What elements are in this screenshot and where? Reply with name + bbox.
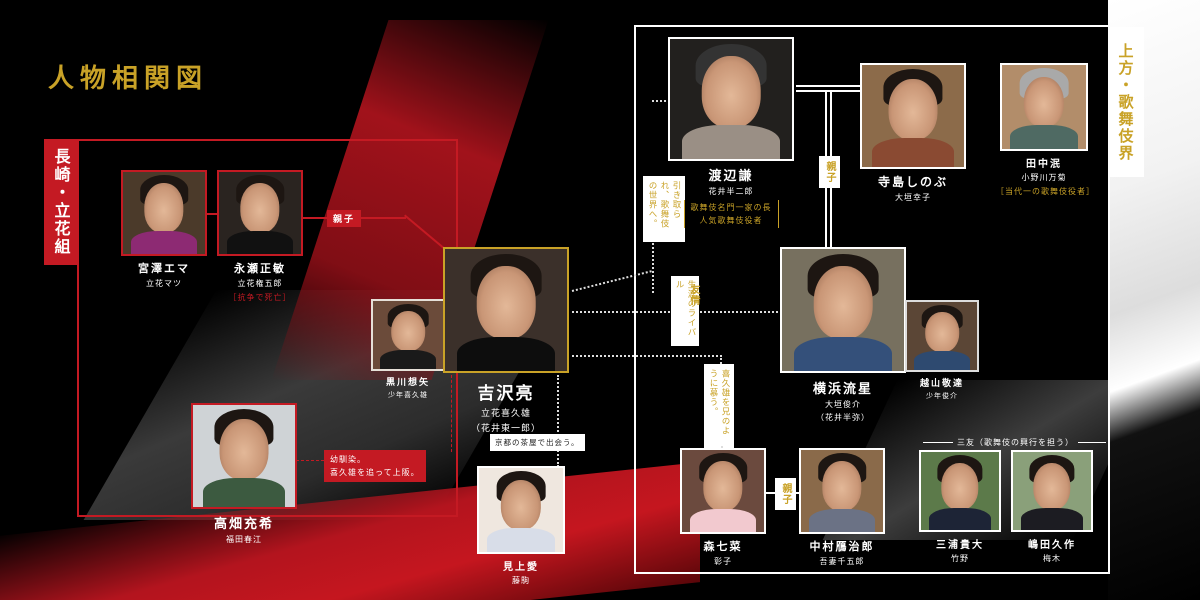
group-label-nagasaki: 長崎・立花組: [44, 139, 77, 265]
actor-name: 横浜流星: [812, 382, 873, 397]
dotted-connector-mikami: [557, 375, 559, 467]
page-title: 人物相関図: [48, 64, 209, 94]
person-card-mikami[interactable]: 見上愛 藤駒: [474, 466, 568, 586]
role-name-alt: （花井半弥）: [816, 413, 870, 422]
relation-tag-parent-bottom: 親子: [775, 478, 796, 510]
status-note: ［抗争で死亡］: [228, 293, 292, 302]
sanyu-header: 三友（歌舞伎の興行を担う）: [919, 437, 1110, 448]
dashed-connector-takahata-h: [296, 460, 324, 461]
actor-name: 森七菜: [703, 540, 743, 553]
role-name: 吾妻千五郎: [819, 557, 865, 566]
portrait-kurokawa: [371, 299, 445, 371]
role-name: 小野川万菊: [1021, 173, 1067, 182]
role-name: 彰子: [714, 557, 732, 566]
role-name: 大垣幸子: [895, 193, 931, 202]
role-name: 大垣俊介: [825, 400, 861, 409]
role-name: 立花喜久雄: [480, 409, 531, 419]
role-description: ［当代一の歌舞伎役者］: [996, 187, 1095, 196]
dotted-connector-adopted-h: [652, 100, 670, 102]
rival-label: 生涯のライバル: [671, 276, 699, 346]
portrait-miyazawa: [121, 170, 207, 256]
person-card-miyazawa[interactable]: 宮澤エマ 立花マツ: [116, 170, 212, 289]
actor-name: 黒川想矢: [385, 378, 430, 388]
actor-name: 渡辺謙: [708, 169, 754, 184]
portrait-yokohama: [780, 247, 906, 373]
person-card-tanaka[interactable]: 田中泯 小野川万菊 ［当代一の歌舞伎役者］: [996, 63, 1095, 197]
person-card-takahata[interactable]: 高畑充希 福田春江: [186, 403, 302, 545]
admire-note: 喜久雄を兄のように慕う。: [704, 364, 734, 448]
actor-name: 嶋田久作: [1028, 540, 1076, 551]
actor-name: 吉沢亮: [477, 384, 535, 404]
connector-watanabe-terajima-2: [796, 90, 860, 92]
portrait-terajima: [860, 63, 966, 169]
friendship-label: 友情: [688, 284, 699, 306]
person-card-miura[interactable]: 三浦貴大 竹野: [917, 450, 1003, 564]
actor-name: 中村鴈治郎: [809, 540, 875, 553]
group-label-kabuki: 上方・歌舞伎界: [1108, 27, 1144, 177]
person-card-yoshizawa[interactable]: 吉沢亮 立花喜久雄 （花井東一郎）: [440, 247, 572, 434]
portrait-miura: [919, 450, 1001, 532]
actor-name: 田中泯: [1026, 159, 1062, 170]
dashed-connector-takahata: [451, 370, 452, 452]
portrait-watanabe: [668, 37, 794, 161]
role-name: 梅木: [1043, 554, 1061, 563]
portrait-yoshizawa: [443, 247, 569, 373]
portrait-tanaka: [1000, 63, 1088, 151]
role-description: 歌舞伎名門一家の長 人気歌舞伎役者: [683, 200, 779, 228]
portrait-takahata: [191, 403, 297, 509]
actor-name: 越山敬達: [919, 379, 964, 389]
person-card-kurokawa[interactable]: 黒川想矢 少年喜久雄: [368, 299, 448, 400]
actor-name: 三浦貴大: [936, 540, 984, 551]
actor-name: 寺島しのぶ: [877, 175, 948, 189]
role-name-alt: （花井東一郎）: [470, 424, 541, 434]
relation-tag-parent-right: 親子: [819, 156, 840, 188]
actor-name: 宮澤エマ: [138, 262, 190, 275]
role-name: 少年喜久雄: [388, 391, 428, 399]
person-card-nakamura[interactable]: 中村鴈治郎 吾妻千五郎: [797, 448, 887, 567]
person-card-nagase[interactable]: 永瀬正敏 立花権五郎 ［抗争で死亡］: [212, 170, 308, 303]
childhood-note: 幼馴染。 喜久雄を追って上阪。: [324, 450, 426, 482]
actor-name: 高畑充希: [213, 517, 274, 532]
teahouse-note: 京都の茶屋で出会う。: [490, 434, 585, 451]
adopted-note: 引き取られ、歌舞伎の世界へ。: [643, 176, 685, 242]
portrait-koshiyama: [905, 300, 979, 372]
portrait-mori: [680, 448, 766, 534]
portrait-mikami: [477, 466, 565, 554]
person-card-mori[interactable]: 森七菜 彰子: [678, 448, 768, 567]
role-name: 藤駒: [512, 576, 530, 585]
dotted-connector-admire-v: [720, 355, 722, 367]
role-name: 立花マツ: [146, 279, 182, 288]
role-name: 竹野: [951, 554, 969, 563]
actor-name: 永瀬正敏: [234, 262, 286, 275]
portrait-shimada: [1011, 450, 1093, 532]
role-name: 福田春江: [226, 535, 262, 544]
actor-name: 見上愛: [503, 562, 539, 573]
role-name: 少年俊介: [926, 392, 958, 400]
relation-tag-parent-left: 親子: [327, 210, 362, 227]
connector-watanabe-terajima: [796, 85, 860, 87]
role-name: 花井半二郎: [708, 187, 754, 196]
portrait-nagase: [217, 170, 303, 256]
person-card-yokohama[interactable]: 横浜流星 大垣俊介 （花井半弥）: [779, 247, 907, 423]
connector-miyazawa-nagase: [206, 213, 220, 215]
portrait-nakamura: [799, 448, 885, 534]
person-card-terajima[interactable]: 寺島しのぶ 大垣幸子: [858, 63, 968, 203]
person-card-koshiyama[interactable]: 越山敬達 少年俊介: [904, 300, 980, 401]
person-card-shimada[interactable]: 嶋田久作 梅木: [1009, 450, 1095, 564]
dotted-connector-admire: [572, 355, 722, 357]
person-card-watanabe[interactable]: 渡辺謙 花井半二郎 歌舞伎名門一家の長 人気歌舞伎役者: [666, 37, 796, 228]
role-name: 立花権五郎: [237, 279, 283, 288]
group-frame-kabuki: [634, 25, 1110, 574]
